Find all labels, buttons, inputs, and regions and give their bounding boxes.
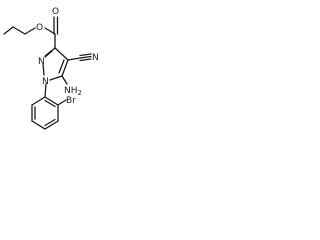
bond-nitrile-triple-b bbox=[79, 55, 92, 59]
bond-c4-nitrile-carbon bbox=[67, 57, 81, 61]
amino-label: NH2 bbox=[64, 86, 82, 97]
amino-nh: NH bbox=[64, 86, 78, 96]
bond-nitrile-triple-c bbox=[79, 58, 92, 62]
pyrazole-n1-label: N bbox=[42, 77, 49, 87]
bond-ethyl-ch2 bbox=[12, 26, 26, 35]
bond-aryl-6-double bbox=[44, 99, 56, 108]
pyrazole-n2-label: N bbox=[38, 57, 45, 67]
ester-oxygen-label: O bbox=[36, 23, 43, 33]
bond-c5-amino bbox=[61, 75, 68, 85]
bond-aryl-4 bbox=[44, 120, 59, 130]
bond-aryl-1 bbox=[31, 96, 46, 106]
bond-aryl-3 bbox=[31, 120, 46, 130]
bond-n1-c5 bbox=[49, 75, 63, 81]
bond-ch2-oxygen bbox=[24, 27, 36, 35]
bond-ethyl-ch3 bbox=[3, 26, 14, 35]
carbonyl-oxygen-label: O bbox=[52, 7, 59, 17]
bond-aryl-bromine bbox=[57, 99, 67, 106]
bond-c5-c4-double bbox=[58, 59, 65, 74]
bond-nitrile-triple-a bbox=[79, 53, 92, 57]
bond-c5-c4 bbox=[61, 59, 69, 77]
bond-aryl-6 bbox=[44, 96, 59, 106]
structure-diagram: O O N N N NH2 Br bbox=[3, 7, 99, 130]
nitrile-nitrogen-label: N bbox=[92, 53, 99, 63]
bond-oxygen-carbonyl-carbon bbox=[44, 27, 56, 35]
bond-n1-aryl bbox=[44, 83, 47, 98]
bromine-label: Br bbox=[66, 96, 76, 106]
bond-n2-n1 bbox=[42, 63, 45, 76]
bond-aryl-4-double bbox=[44, 118, 56, 127]
amino-subscript: 2 bbox=[78, 89, 82, 97]
bond-c3-n2-double bbox=[44, 50, 53, 58]
bond-c4-c3 bbox=[54, 47, 69, 61]
